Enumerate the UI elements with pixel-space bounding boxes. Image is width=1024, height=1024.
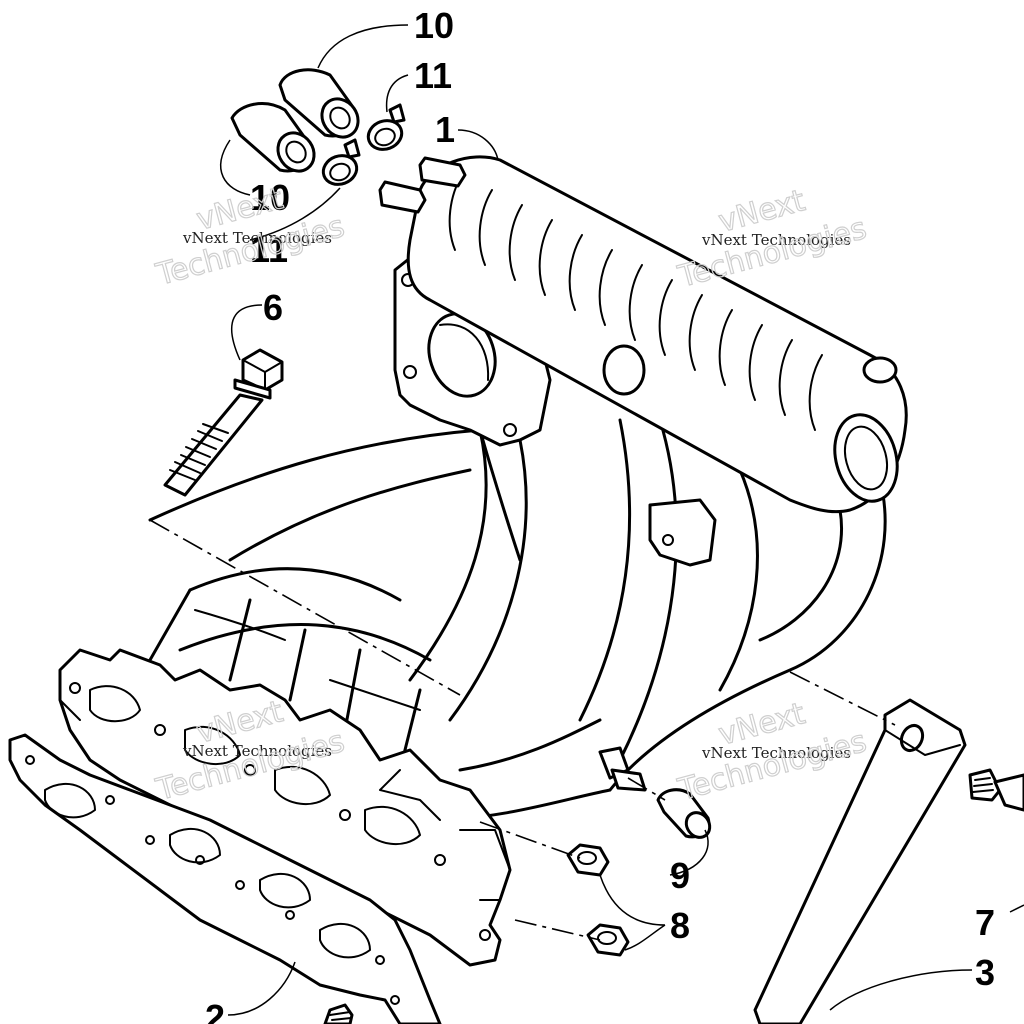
manifold-gasket: [8, 733, 442, 1024]
watermark-line2: vNext Technologies: [182, 742, 332, 760]
callout-11-upper: 11: [414, 55, 452, 96]
hose-lower: [230, 102, 316, 173]
callout-1: 1: [435, 109, 455, 150]
watermark-top-right: vNext vNext Technologies Technologies: [673, 183, 870, 296]
callout-10-upper: 10: [414, 5, 454, 46]
nut-lower: [586, 923, 630, 957]
callout-labels: 10 11 1 10 11 6 9 8 7 3 2: [205, 5, 995, 1024]
watermark-line2: vNext Technologies: [701, 744, 851, 762]
callout-2: 2: [205, 997, 225, 1024]
leader-lines: [220, 24, 1024, 1016]
watermark-line2: vNext Technologies: [182, 229, 332, 247]
nut-upper: [566, 843, 610, 877]
callout-7: 7: [975, 902, 995, 943]
watermark-top-left: vNext vNext Technologies Technologies: [151, 181, 348, 294]
callout-10-lower: 10: [250, 177, 290, 218]
plenum-fins: [448, 174, 823, 431]
assembly-lines: [149, 519, 896, 941]
watermark-line2: vNext Technologies: [701, 231, 851, 249]
callout-9: 9: [670, 855, 690, 896]
bracket-bolt: [968, 768, 1024, 812]
support-bracket: [753, 698, 967, 1024]
gasket-stud: [323, 1003, 354, 1024]
spacer-sleeve: [656, 788, 712, 839]
callout-3: 3: [975, 952, 995, 993]
callout-6: 6: [263, 287, 283, 328]
hose-clamp-upper: [366, 103, 406, 151]
flange-bolt: [163, 348, 284, 497]
hose-clamp-lower: [321, 138, 361, 186]
callout-8: 8: [670, 905, 690, 946]
hose-upper: [278, 68, 360, 139]
callout-11-lower: 11: [250, 229, 288, 270]
